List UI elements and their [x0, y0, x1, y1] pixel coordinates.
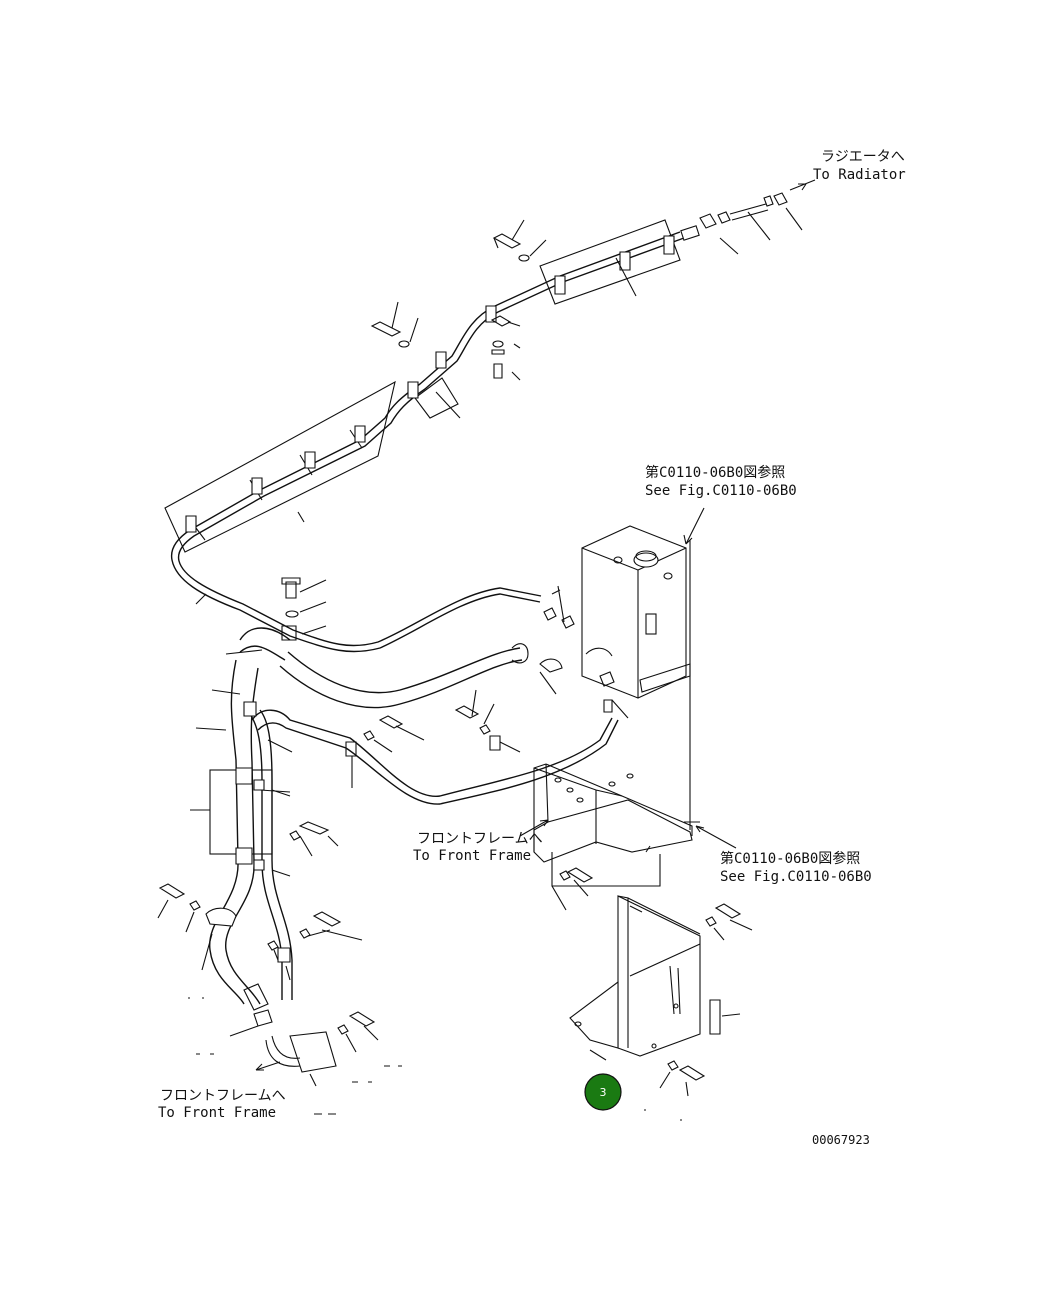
front-frame-bottom-jp: フロントフレームへ [160, 1088, 286, 1104]
mounting-plate [519, 540, 737, 911]
reservoir-tank [581, 507, 705, 699]
lower-bracket [569, 895, 753, 1097]
front-frame-mid-jp: フロントフレームへ [417, 831, 543, 847]
upper-pipe-assembly [164, 179, 816, 653]
callout-circle[interactable] [584, 1073, 622, 1111]
drawing-number: 00067923 [812, 1133, 870, 1147]
radiator-label-en: To Radiator [813, 167, 906, 183]
see-fig-top-en: See Fig.C0110-06B0 [645, 483, 797, 499]
middle-hose-assembly [195, 577, 629, 805]
see-fig-top-jp: 第C0110-06B0図参照 [645, 464, 785, 481]
left-hose-assembly [157, 659, 379, 1087]
callout-number[interactable]: 3 [600, 1086, 607, 1099]
see-fig-bottom-jp: 第C0110-06B0図参照 [720, 850, 860, 867]
front-frame-bottom-en: To Front Frame [158, 1105, 276, 1121]
see-fig-bottom-en: See Fig.C0110-06B0 [720, 869, 872, 885]
front-frame-mid-en: To Front Frame [413, 848, 531, 864]
radiator-label-jp: ラジエータへ [821, 149, 905, 165]
callout-3[interactable]: 3 [584, 1073, 622, 1111]
